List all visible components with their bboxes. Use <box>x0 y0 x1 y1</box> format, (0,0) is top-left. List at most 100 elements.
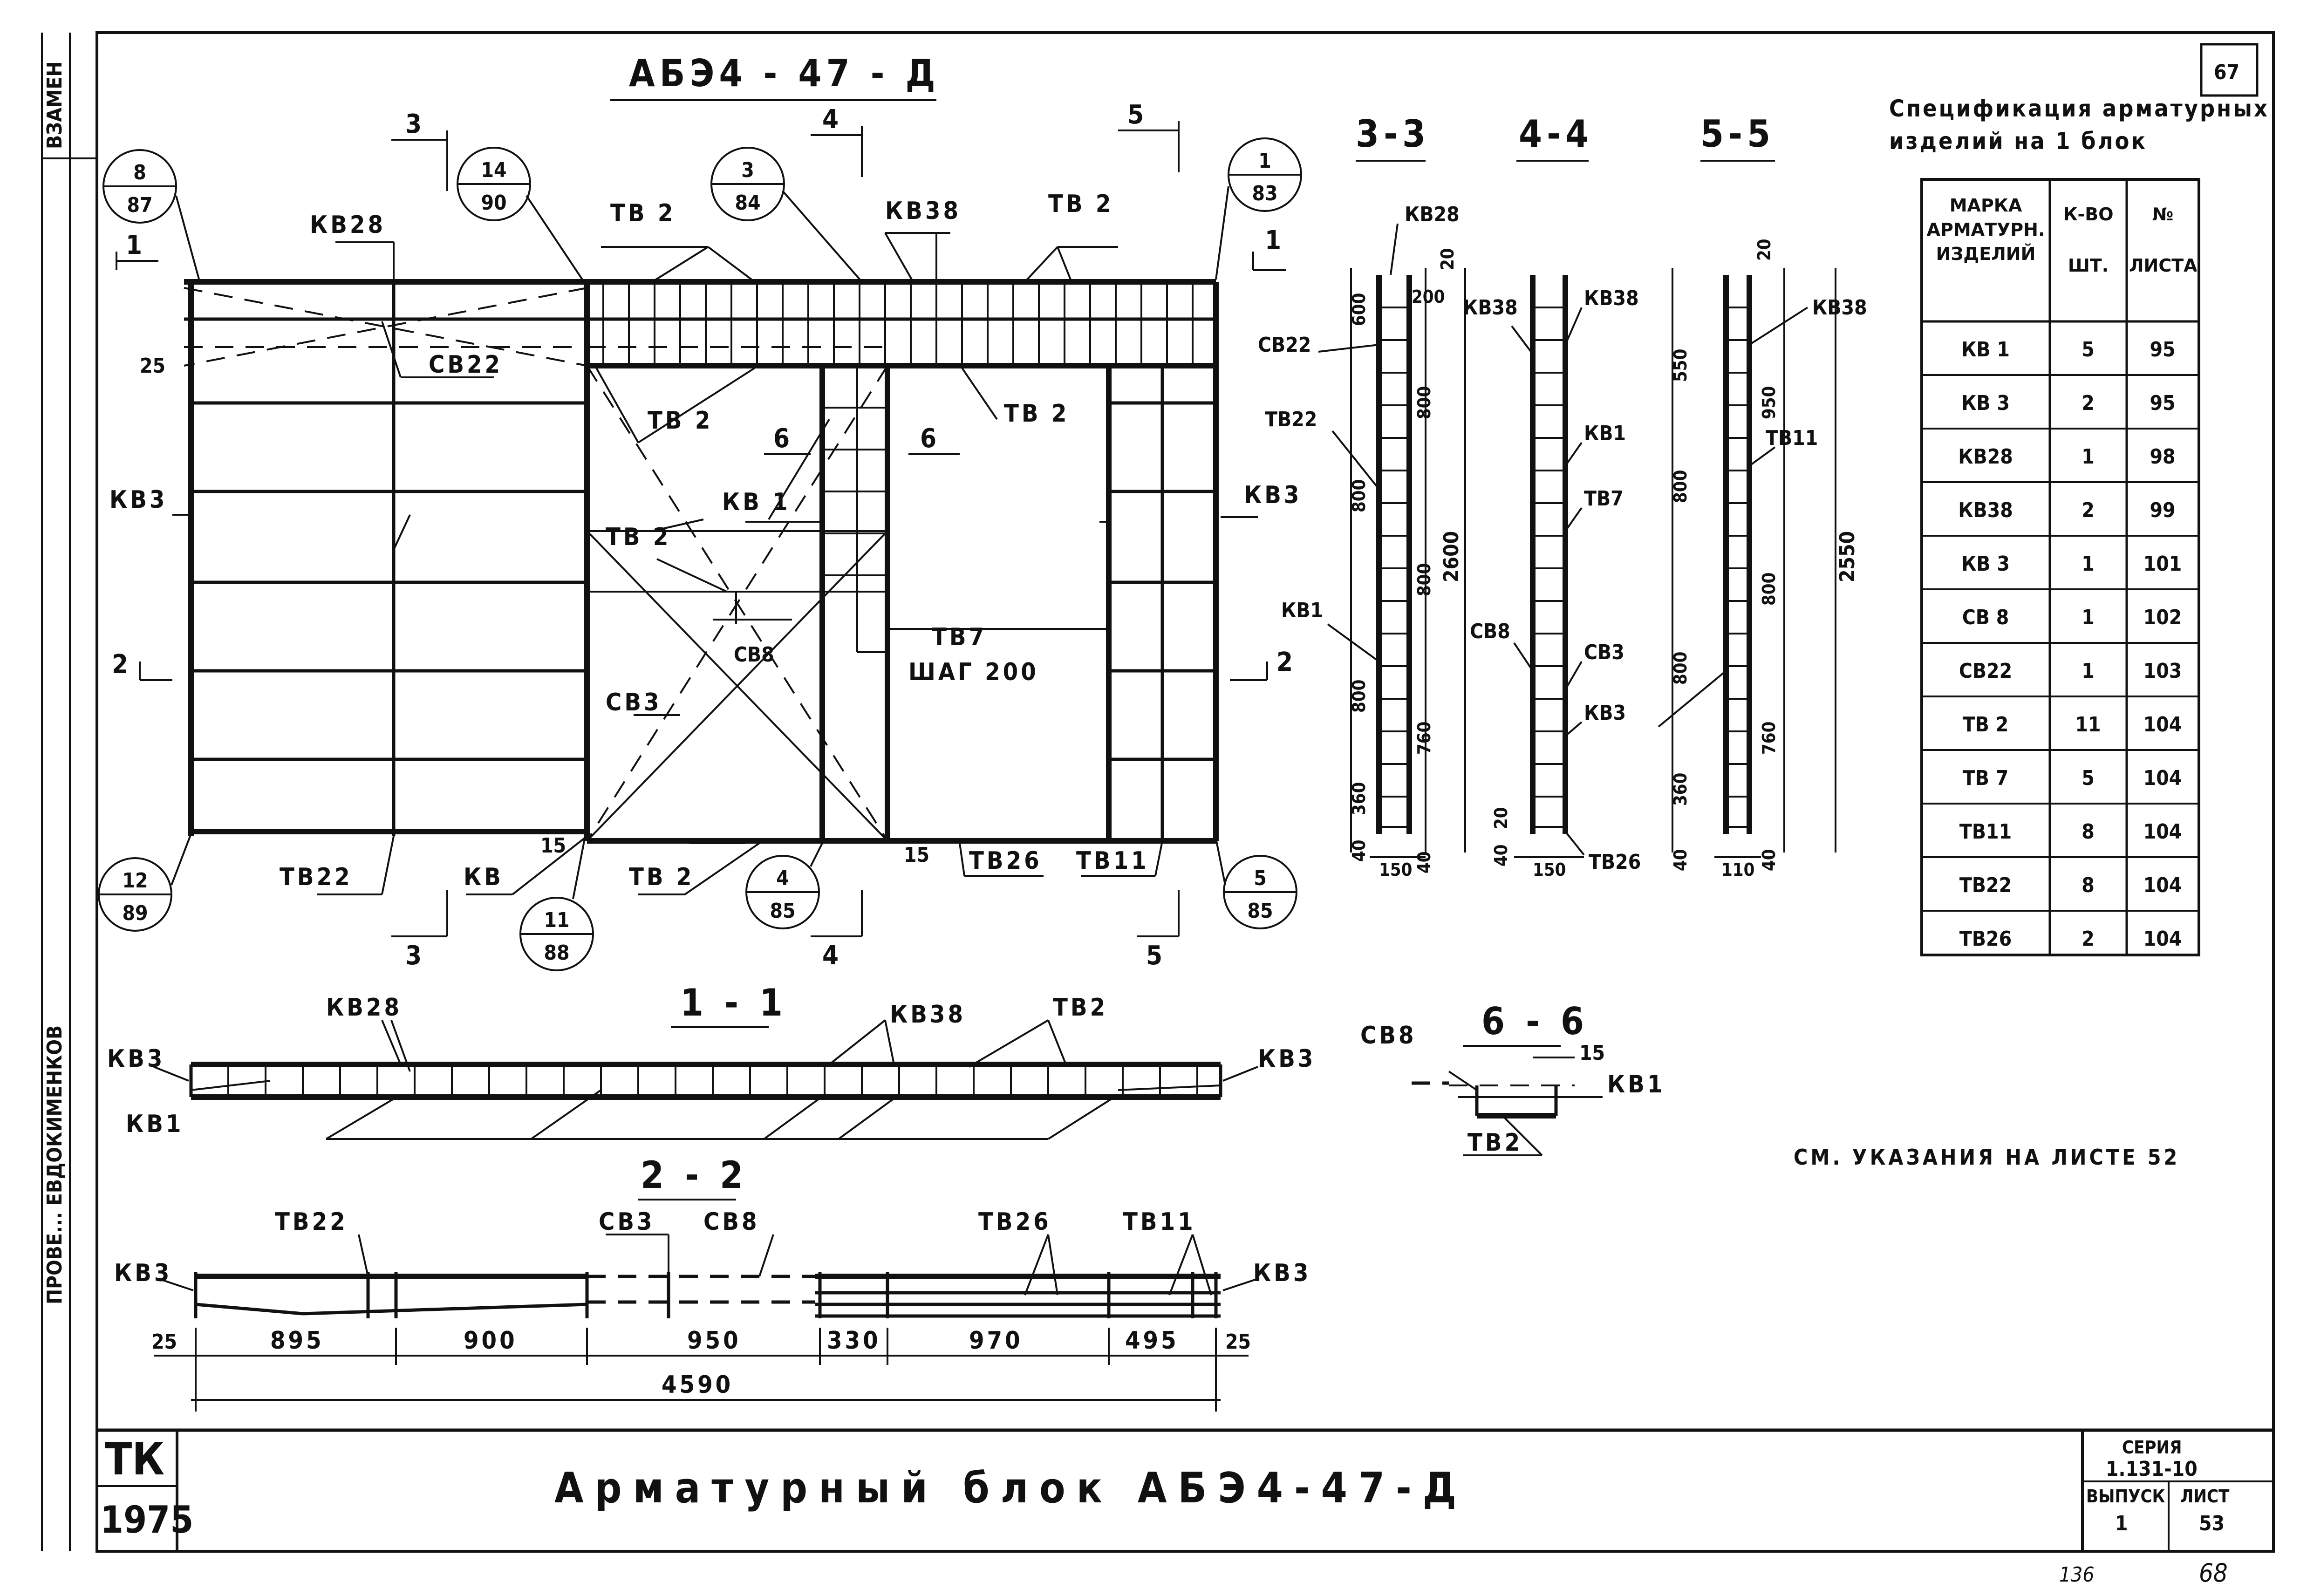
plan-view: 1 1 2 2 3 3 4 4 5 5 6 6 КВ28 ТВ 2 КВ38 Т… <box>109 100 1302 971</box>
s44-label-kv3: КВ3 <box>1584 701 1626 725</box>
top-stirrups <box>602 282 1194 366</box>
spec-cell-mark: КВ38 <box>1958 498 2013 522</box>
cut-marker-5: 5 <box>1127 100 1148 130</box>
spec-cell-mark: КВ 3 <box>1961 552 2010 576</box>
label-tv7: ТВ7 <box>932 623 987 651</box>
s33-dim-40-a: 40 <box>1349 839 1369 862</box>
s44-dim-150: 150 <box>1533 859 1566 880</box>
cut-marker-1: 1 <box>126 230 147 260</box>
label-kv: КВ <box>464 863 504 891</box>
spec-cell-qty: 1 <box>2082 445 2095 469</box>
s22-dim-895: 895 <box>270 1327 324 1355</box>
label-tv7-step: ШАГ 200 <box>908 658 1039 686</box>
s22-dim-495: 495 <box>1125 1327 1179 1355</box>
spec-cell-qty: 2 <box>2082 927 2095 951</box>
issue-label: ВЫПУСК <box>2086 1486 2165 1507</box>
s55-dim-2550: 2550 <box>1836 531 1859 582</box>
org-label: ТК <box>105 1434 164 1485</box>
s44-label-sv8: СВ8 <box>1470 620 1510 643</box>
s55-dim-760: 760 <box>1759 722 1779 755</box>
drawing-title: АБЭ4 - 47 - Д <box>629 52 940 95</box>
margin-signature-label: ПРОВЕ... ЕВДОКИМЕНКОВ <box>43 1025 67 1304</box>
spec-cell-mark: КВ28 <box>1958 445 2013 469</box>
s55-dim-110: 110 <box>1721 859 1754 880</box>
svg-text:8: 8 <box>133 161 146 184</box>
s44-dim-40: 40 <box>1491 844 1511 866</box>
s11-label-tv2: ТВ2 <box>1053 994 1108 1022</box>
spec-cell-qty: 1 <box>2082 552 2095 576</box>
label-kv1: КВ 1 <box>722 488 791 516</box>
heading-section-6-6: 6 - 6 <box>1481 1000 1589 1043</box>
s33-dim-760: 760 <box>1414 722 1434 755</box>
callout-1-83: 183 <box>1215 137 1302 280</box>
spec-cell-qty: 2 <box>2082 391 2095 415</box>
s11-stirrups <box>227 1064 1198 1097</box>
spec-cell-mark: ТВ 7 <box>1963 766 2008 790</box>
spec-cell-sheet: 95 <box>2150 338 2175 361</box>
s55-dim-950: 950 <box>1759 386 1779 419</box>
spec-cell-mark: ТВ26 <box>1959 927 2012 951</box>
spec-cell-qty: 5 <box>2082 338 2095 361</box>
spec-cell-qty: 1 <box>2082 659 2095 683</box>
svg-text:88: 88 <box>544 941 569 965</box>
note-text: СМ. УКАЗАНИЯ НА ЛИСТЕ 52 <box>1794 1145 2180 1170</box>
spec-cell-sheet: 95 <box>2150 391 2175 415</box>
s11-label-kv3-left: КВ3 <box>107 1045 165 1073</box>
s44-label-kv38-a: КВ38 <box>1463 296 1518 320</box>
label-kv3-right: КВ3 <box>1244 481 1302 509</box>
year-label: 1975 <box>100 1498 193 1541</box>
spec-cell-mark: ТВ 2 <box>1963 713 2008 737</box>
footer-number-right: 68 <box>2199 1558 2228 1588</box>
label-tv2-c: ТВ 2 <box>648 407 713 435</box>
s55-dim-550: 550 <box>1670 349 1691 382</box>
s33-dim-800-d: 800 <box>1349 680 1369 713</box>
s44-dim-20: 20 <box>1491 807 1511 829</box>
spec-cell-sheet: 104 <box>2143 820 2182 844</box>
s33-label-kv1: КВ1 <box>1281 599 1323 622</box>
s55-label-kv38: КВ38 <box>1812 296 1867 320</box>
s44-label-kv1: КВ1 <box>1584 422 1626 445</box>
label-tv2-e: ТВ 2 <box>606 523 671 551</box>
svg-text:83: 83 <box>1252 182 1277 205</box>
s55-dim-800-a: 800 <box>1670 470 1691 503</box>
s33-dim-40-b: 40 <box>1414 851 1434 873</box>
section-4-4: КВ38 КВ38 КВ1 ТВ7 СВ8 СВ3 КВ3 ТВ26 20 15… <box>1463 275 1641 880</box>
spec-cell-mark: СВ22 <box>1959 659 2012 683</box>
heading-section-4-4: 4-4 <box>1519 112 1593 156</box>
callout-4-85: 485 <box>745 838 826 929</box>
spec-cell-mark: СВ 8 <box>1962 606 2009 629</box>
s22-dim-25-right: 25 <box>1225 1330 1251 1354</box>
cut-marker-4: 4 <box>822 104 843 135</box>
label-sv8: СВ8 <box>734 643 774 667</box>
s22-dim-900: 900 <box>464 1327 518 1355</box>
footer-number-left: 136 <box>2059 1563 2095 1587</box>
section-2-2: 2 - 2 <box>114 1153 1311 1412</box>
spec-cell-sheet: 103 <box>2143 659 2182 683</box>
spec-cell-sheet: 98 <box>2150 445 2175 469</box>
label-tv2-d: ТВ 2 <box>1004 400 1069 428</box>
s44-label-tv7: ТВ7 <box>1584 487 1624 511</box>
heading-section-5-5: 5-5 <box>1700 112 1775 156</box>
s66-label-tv2: ТВ2 <box>1467 1129 1522 1157</box>
main-title: АБЭ4 - 47 - Д <box>610 52 940 101</box>
s33-label-kv28: КВ28 <box>1405 203 1460 226</box>
s22-label-kv3-right: КВ3 <box>1253 1259 1311 1287</box>
sheet-label: ЛИСТ <box>2180 1486 2230 1507</box>
cut-markers: 1 1 2 2 3 3 4 4 5 5 6 6 <box>112 100 1293 971</box>
section-5-5: КВ38 ТВ11 20 550 950 800 800 800 760 360… <box>1658 239 1867 880</box>
s55-dim-360: 360 <box>1670 773 1691 806</box>
spec-title-line2: изделий на 1 блок <box>1889 128 2147 155</box>
label-sv3: СВ3 <box>606 689 662 716</box>
label-sv22: СВ22 <box>429 351 503 379</box>
spec-cell-sheet: 104 <box>2143 873 2182 897</box>
svg-text:14: 14 <box>481 158 506 182</box>
spec-cell-qty: 1 <box>2082 606 2095 629</box>
spec-cell-sheet: 102 <box>2143 606 2182 629</box>
s22-total-length: 4590 <box>662 1371 733 1399</box>
s55-label-tv11: ТВ11 <box>1766 426 1818 450</box>
